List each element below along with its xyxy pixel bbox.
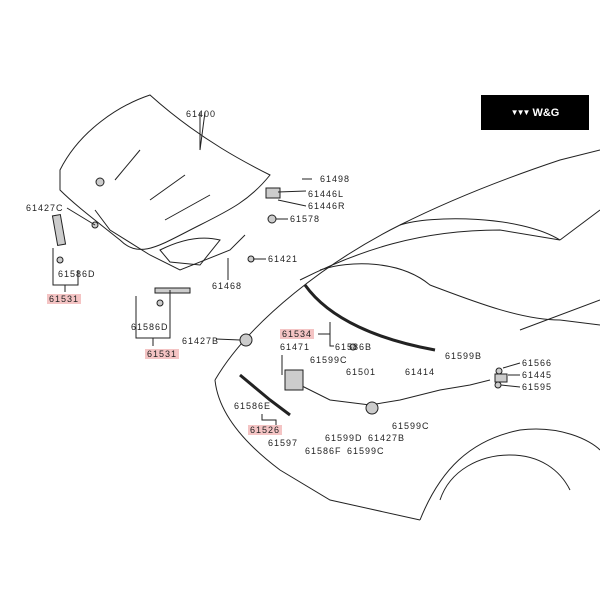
hood-panel — [59, 94, 271, 271]
part-label-highlighted[interactable]: 61531 — [47, 294, 82, 304]
part-label[interactable]: 61586D — [58, 269, 96, 279]
part-label[interactable]: 61400 — [186, 109, 217, 119]
hood-release-cable — [299, 379, 491, 406]
part-label[interactable]: 61586B — [335, 342, 373, 352]
part-label[interactable]: 61468 — [212, 281, 243, 291]
part-label[interactable]: 61498 — [320, 174, 351, 184]
leader-lines — [52, 111, 521, 430]
part-label[interactable]: 61414 — [405, 367, 436, 377]
part-label[interactable]: 61446R — [308, 201, 346, 211]
logo-text: W&G — [532, 106, 560, 119]
part-label[interactable]: 61445 — [522, 370, 553, 380]
small-parts — [51, 177, 508, 415]
car-body-outline — [214, 149, 600, 521]
part-label-highlighted[interactable]: 61534 — [280, 329, 315, 339]
part-label[interactable]: 61578 — [290, 214, 321, 224]
brand-logo: ▼▼▼ W&G — [481, 95, 589, 130]
part-label[interactable]: 61421 — [268, 254, 299, 264]
part-label[interactable]: 61599D — [325, 433, 363, 443]
part-label[interactable]: 61427C — [26, 203, 64, 213]
part-label[interactable]: 61586E — [234, 401, 272, 411]
part-label[interactable]: 61599C — [347, 446, 385, 456]
part-label[interactable]: 61471 — [280, 342, 311, 352]
part-label[interactable]: 61586F — [305, 446, 342, 456]
part-label[interactable]: 61599B — [445, 351, 483, 361]
part-label[interactable]: 61501 — [346, 367, 377, 377]
part-label-highlighted[interactable]: 61531 — [145, 349, 180, 359]
part-label[interactable]: 61446L — [308, 189, 345, 199]
part-label-highlighted[interactable]: 61526 — [248, 425, 283, 435]
part-label[interactable]: 61595 — [522, 382, 553, 392]
logo-mark-icon: ▼▼▼ — [510, 108, 531, 117]
part-label[interactable]: 61586D — [131, 322, 169, 332]
part-label[interactable]: 61599C — [310, 355, 348, 365]
part-label[interactable]: 61566 — [522, 358, 553, 368]
part-label[interactable]: 61427B — [182, 336, 220, 346]
part-label[interactable]: 61427B — [368, 433, 406, 443]
part-label[interactable]: 61597 — [268, 438, 299, 448]
part-label[interactable]: 61599C — [392, 421, 430, 431]
weatherstrip-61534 — [303, 284, 436, 352]
